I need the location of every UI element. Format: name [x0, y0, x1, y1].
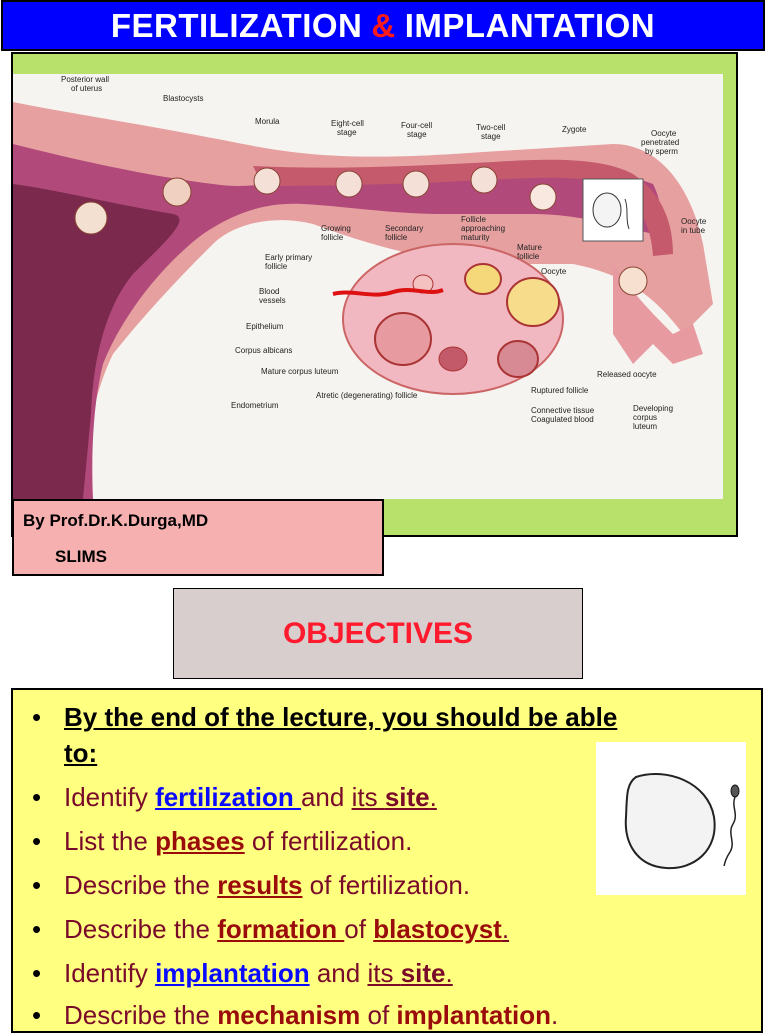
label-early-2: follicle [265, 262, 288, 271]
objective-text: Identify fertilization and its site. [64, 782, 437, 812]
label-growing-2: follicle [321, 233, 344, 242]
bullet-dot: • [32, 1000, 42, 1030]
label-released: Released oocyte [597, 370, 657, 379]
label-penetrated-2: penetrated [641, 138, 679, 147]
objective-text: Describe the mechanism of implantation. [64, 1000, 559, 1030]
author-box: By Prof.Dr.K.Durga,MD SLIMS [12, 499, 384, 576]
label-approach-1: Follicle [461, 215, 486, 224]
label-mature-2: follicle [517, 252, 540, 261]
label-secondary-2: follicle [385, 233, 408, 242]
label-of-uterus: of uterus [71, 84, 102, 93]
sperm-tail [723, 796, 737, 867]
bullet-dot: • [32, 958, 42, 988]
label-four-cell-2: stage [407, 130, 427, 139]
slide-title: FERTILIZATION & IMPLANTATION [1, 0, 765, 51]
label-mature-1: Mature [517, 243, 542, 252]
label-blastocysts: Blastocysts [163, 94, 203, 103]
label-approach-2: approaching [461, 224, 505, 233]
intro-line1: By the end of the lecture, you should be… [64, 702, 618, 732]
keyword: implantation [396, 1000, 551, 1030]
label-eight-cell-1: Eight-cell [331, 119, 364, 128]
keyword: site [400, 958, 446, 988]
label-posterior-wall: Posterior wall [61, 75, 109, 84]
label-two-cell-2: stage [481, 132, 501, 141]
title-part2: IMPLANTATION [404, 6, 656, 44]
label-developing-2: corpus [633, 413, 657, 422]
uterine-cavity [13, 184, 180, 499]
label-zygote: Zygote [562, 125, 587, 134]
label-growing-1: Growing [321, 224, 351, 233]
label-ruptured: Ruptured follicle [531, 386, 589, 395]
oocyte-shape [624, 772, 716, 870]
keyword: site [384, 782, 430, 812]
bullet-dot: • [32, 702, 42, 732]
ovarian-cycle-diagram: Posterior wall of uterus Blastocysts Mor… [13, 74, 723, 499]
bullet-dot: • [32, 870, 42, 900]
keyword: mechanism [217, 1000, 361, 1030]
intro-line2: to: [64, 738, 98, 768]
author-institution: SLIMS [55, 547, 107, 566]
title-ampersand: & [371, 6, 396, 44]
bullet-dot: • [32, 826, 42, 856]
label-developing-1: Developing [633, 404, 673, 413]
label-eight-cell-2: stage [337, 128, 357, 137]
bullet-dot: • [32, 782, 42, 812]
objectives-heading: OBJECTIVES [282, 616, 474, 650]
keyword: fertilization [155, 782, 301, 812]
objective-text: List the phases of fertilization. [64, 826, 413, 856]
egg-sperm-illustration [596, 742, 746, 895]
label-albicans: Corpus albicans [235, 346, 292, 355]
label-oocyte-tube-2: in tube [681, 226, 706, 235]
label-morula: Morula [255, 117, 280, 126]
label-two-cell-1: Two-cell [476, 123, 506, 132]
label-developing-3: luteum [633, 422, 657, 431]
label-oocyte-tube-1: Oocyte [681, 217, 707, 226]
bullet-dot: • [32, 914, 42, 944]
objective-text: Describe the formation of blastocyst. [64, 914, 510, 944]
sperm-head [730, 784, 740, 798]
label-luteum: Mature corpus luteum [261, 367, 339, 376]
keyword: phases [155, 826, 245, 856]
objectives-heading-box: OBJECTIVES [173, 588, 583, 679]
keyword: implantation [155, 958, 310, 988]
endometrium-shape [13, 144, 661, 499]
label-approach-3: maturity [461, 233, 489, 242]
title-part1: FERTILIZATION [110, 6, 363, 44]
objective-text: Identify implantation and its site. [64, 958, 453, 988]
keyword: results [217, 870, 303, 900]
label-four-cell-1: Four-cell [401, 121, 432, 130]
label-blood-1: Blood [259, 287, 279, 296]
label-connective: Connective tissue [531, 406, 595, 415]
label-coagulated: Coagulated blood [531, 415, 594, 424]
keyword: formation [217, 914, 345, 944]
label-penetrated-3: by sperm [645, 147, 678, 156]
label-early-1: Early primary [265, 253, 312, 262]
label-oocyte: Oocyte [541, 267, 567, 276]
label-penetrated-1: Oocyte [651, 129, 677, 138]
label-secondary-1: Secondary [385, 224, 423, 233]
label-epithelium: Epithelium [246, 322, 284, 331]
author-name: By Prof.Dr.K.Durga,MD [23, 511, 209, 530]
label-atretic: Atretic (degenerating) follicle [316, 391, 418, 400]
label-blood-2: vessels [259, 296, 286, 305]
objective-text: Describe the results of fertilization. [64, 870, 471, 900]
keyword: blastocyst [373, 914, 502, 944]
label-endometrium: Endometrium [231, 401, 279, 410]
